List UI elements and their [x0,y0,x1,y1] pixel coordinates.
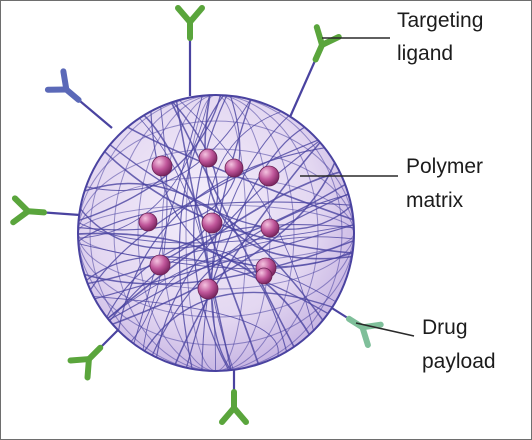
mesh-parallel [78,204,354,262]
mesh-meridian [89,95,343,371]
mesh-strand [78,232,311,336]
mesh-strand [210,99,252,371]
mesh-strand [143,291,333,352]
mesh-strand [93,296,279,357]
y-shaped-antibody-icon [44,68,82,103]
mesh-strand [130,106,168,342]
y-shaped-antibody-icon [312,24,342,63]
drug-sphere-icon [201,212,223,234]
mesh-meridian [185,95,247,371]
mesh-strand [205,111,282,371]
drug-sphere-icon [151,155,173,177]
mesh-strand [112,162,336,325]
drug-sphere-icon [224,158,244,178]
mesh-parallel [78,120,354,346]
targeting-ligands [10,5,384,425]
y-shaped-antibody-icon [10,195,47,226]
targeting-label-line1: Targeting [397,9,483,32]
mesh-strand [78,95,210,239]
targeting-label-line2: ligand [397,42,453,65]
polymer-label-line2: matrix [406,189,464,212]
polymer-label-line1: Polymer [406,155,483,178]
drug-label-line1: Drug [422,316,468,339]
mesh-strand [78,95,222,222]
drug-sphere-icon [260,218,280,238]
drug-label-line2: payload [422,350,496,373]
drug-payload-particles [138,148,280,300]
mesh-strand [89,139,319,291]
mesh-strand [109,144,352,230]
mesh-meridian [113,95,319,371]
y-shaped-antibody-icon [67,344,104,381]
drug-sphere-icon [255,267,273,285]
mesh-meridian [137,95,295,371]
y-shaped-antibody-icon [175,5,205,41]
mesh-strand [174,141,321,366]
mesh-strand [109,249,288,352]
drug-sphere-icon [258,165,280,187]
mesh-strand [170,102,295,348]
mesh-strand [94,224,354,300]
mesh-parallel [78,148,354,318]
drug-sphere-icon [198,148,218,168]
drug-sphere-icon [197,278,219,300]
y-shaped-antibody-icon [219,389,249,425]
drug-sphere-icon [149,254,171,276]
drug-leader-line [355,322,415,337]
drug-sphere-icon [138,212,158,232]
mesh-strand [107,236,354,319]
ligand-stalk [284,53,320,127]
mesh-strand [178,95,225,370]
